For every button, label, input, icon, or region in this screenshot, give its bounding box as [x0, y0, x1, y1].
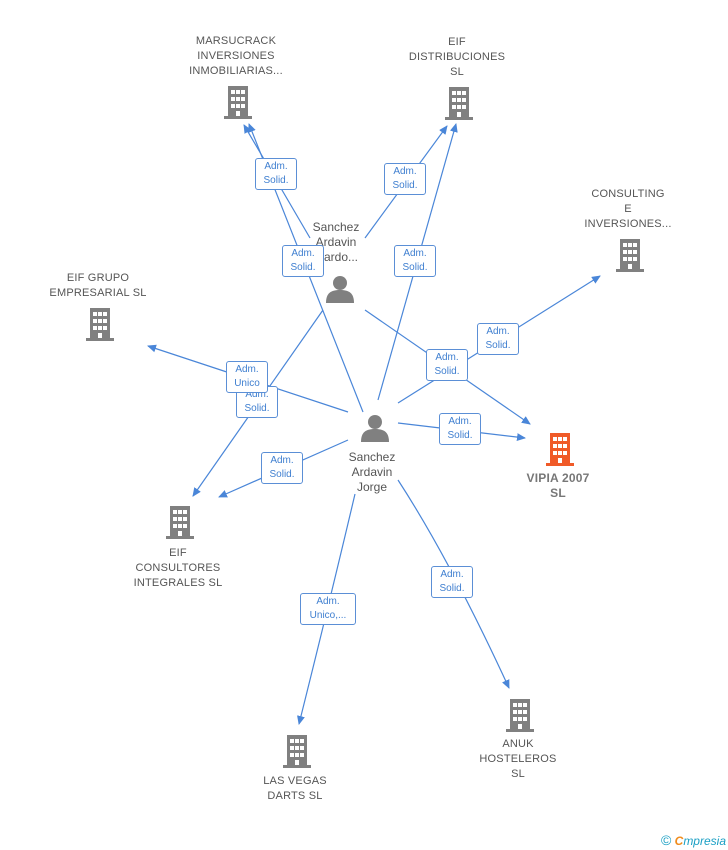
building-icon-marsucrack[interactable]: [224, 86, 252, 119]
person-icon-jorge[interactable]: [361, 415, 389, 442]
edge-label-jorge-marsucrack[interactable]: Adm.Solid.: [282, 245, 324, 277]
company-label-vipia[interactable]: VIPIA 2007 SL: [526, 471, 590, 500]
building-icon-eif-grupo[interactable]: [86, 308, 114, 341]
company-label-consulting[interactable]: CONSULTING E INVERSIONES...: [584, 188, 672, 230]
brand-initial: C: [674, 834, 684, 848]
footer-brand[interactable]: © Cmpresia: [661, 832, 726, 848]
edge-label-jorge-vipia[interactable]: Adm.Solid.: [439, 413, 481, 445]
person-icon-eduardo[interactable]: [326, 276, 354, 303]
company-label-marsucrack[interactable]: MARSUCRACK INVERSIONES INMOBILIARIAS...: [189, 35, 283, 77]
building-icon-las-vegas[interactable]: [283, 735, 311, 768]
person-label-jorge[interactable]: Sanchez Ardavin Jorge: [348, 450, 396, 494]
edge-label-jorge-las-vegas[interactable]: Adm.Unico,...: [300, 593, 356, 625]
company-label-las-vegas[interactable]: LAS VEGAS DARTS SL: [263, 775, 327, 802]
company-label-eif-distribuciones[interactable]: EIF DISTRIBUCIONES SL: [408, 36, 506, 78]
edge-label-eduardo-vipia[interactable]: Adm.Solid.: [426, 349, 468, 381]
brand-name: mpresia: [683, 834, 726, 848]
building-icon-eif-consultores[interactable]: [166, 506, 194, 539]
building-icon-eif-distribuciones[interactable]: [445, 87, 473, 120]
edge-label-jorge-anuk[interactable]: Adm.Solid.: [431, 566, 473, 598]
edge-label-jorge-eif-consultores[interactable]: Adm.Solid.: [261, 452, 303, 484]
person-label-eduardo[interactable]: Sanchez Ardavin ...ardo...: [312, 220, 360, 264]
company-label-eif-consultores[interactable]: EIF CONSULTORES INTEGRALES SL: [133, 547, 223, 589]
edge-label-eduardo-marsucrack[interactable]: Adm.Solid.: [255, 158, 297, 190]
copyright-icon: ©: [660, 832, 672, 848]
edge-label-jorge-consulting[interactable]: Adm.Solid.: [477, 323, 519, 355]
company-label-anuk[interactable]: ANUK HOSTELEROS SL: [479, 738, 557, 780]
company-label-eif-grupo[interactable]: EIF GRUPO EMPRESARIAL SL: [49, 272, 147, 299]
edge-label-eduardo-eif-distribuciones[interactable]: Adm.Solid.: [384, 163, 426, 195]
person-icons: [326, 276, 389, 442]
building-icon-anuk[interactable]: [506, 699, 534, 732]
building-icon-consulting[interactable]: [616, 239, 644, 272]
edge-label-jorge-eif-distribuciones[interactable]: Adm.Solid.: [394, 245, 436, 277]
edge-label-jorge-eif-grupo[interactable]: Adm.Unico: [226, 361, 268, 393]
building-icon-vipia[interactable]: [546, 433, 574, 466]
